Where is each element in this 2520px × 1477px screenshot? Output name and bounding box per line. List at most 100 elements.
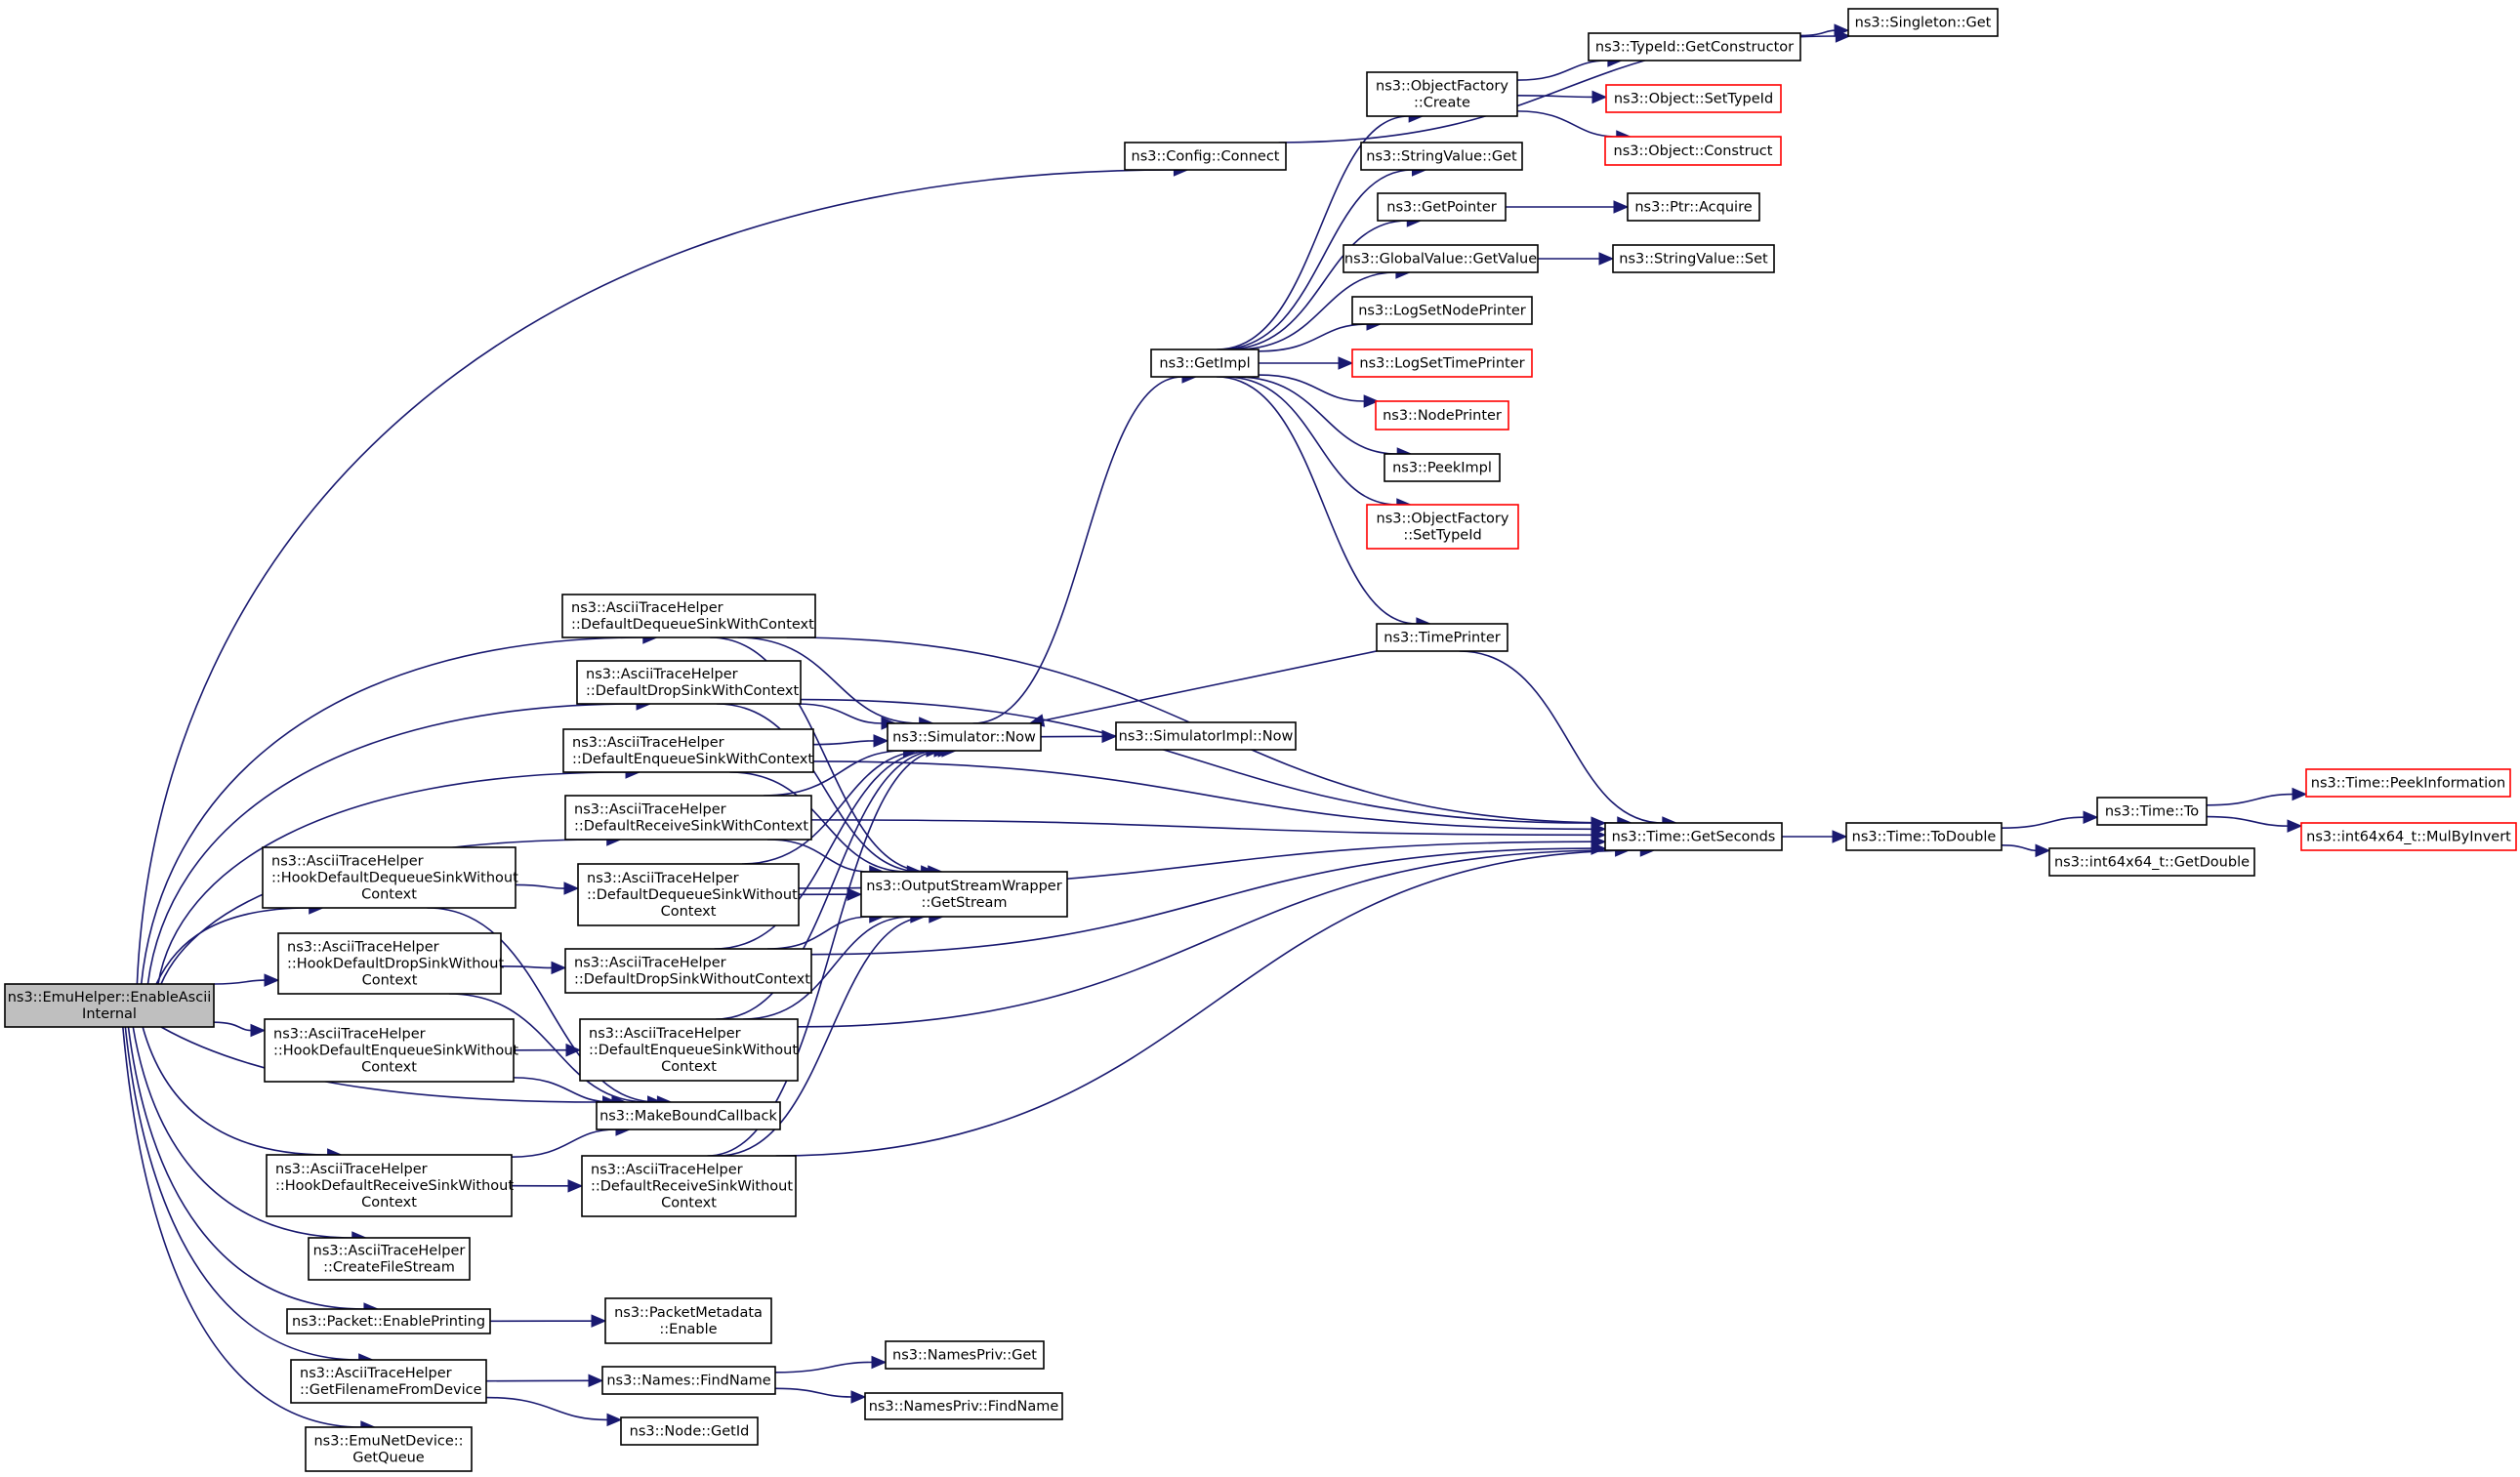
- edge-def_enqueue_ctx-to-time_getseconds: [812, 760, 1592, 831]
- node-hook-drop[interactable]: ns3::AsciiTraceHelper::HookDefaultDropSi…: [277, 932, 504, 995]
- node-box: [860, 871, 1068, 918]
- node-def-drop-noctx[interactable]: ns3::AsciiTraceHelper::DefaultDropSinkWi…: [564, 948, 812, 994]
- node-stringvalue-set[interactable]: ns3::StringValue::Set: [1612, 244, 1775, 273]
- edge-def_drop_noctx-to-outputstream_getstream: [766, 916, 870, 950]
- node-box: [1366, 504, 1519, 550]
- node-time-getseconds[interactable]: ns3::Time::GetSeconds: [1604, 822, 1783, 851]
- node-label: ns3::LogSetNodePrinter: [1358, 304, 1526, 319]
- node-label: ns3::SimulatorImpl::Now: [1119, 729, 1294, 745]
- node-time-todouble[interactable]: ns3::Time::ToDouble: [1845, 822, 2003, 851]
- node-label: ns3::AsciiTraceHelper: [574, 802, 726, 818]
- node-object-construct[interactable]: ns3::Object::Construct: [1604, 136, 1782, 166]
- node-simulatorimpl-now[interactable]: ns3::SimulatorImpl::Now: [1115, 721, 1297, 751]
- node-hook-receive[interactable]: ns3::AsciiTraceHelper::HookDefaultReceiv…: [266, 1154, 514, 1217]
- edge-getimpl-to-nodeprinter: [1258, 374, 1365, 402]
- node-def-enqueue-ctx[interactable]: ns3::AsciiTraceHelper::DefaultEnqueueSin…: [562, 728, 814, 773]
- node-logsettimeprinter[interactable]: ns3::LogSetTimePrinter: [1351, 349, 1533, 378]
- node-label: ns3::StringValue::Get: [1366, 149, 1517, 165]
- node-box: [286, 1308, 491, 1334]
- node-hook-dequeue[interactable]: ns3::AsciiTraceHelper::HookDefaultDequeu…: [262, 846, 518, 909]
- node-peekimpl[interactable]: ns3::PeekImpl: [1384, 453, 1501, 482]
- node-objfactory-settypeid[interactable]: ns3::ObjectFactory::SetTypeId: [1366, 504, 1519, 550]
- arrowhead-icon: [2287, 819, 2303, 833]
- node-label: ns3::Time::ToDouble: [1852, 830, 1997, 845]
- node-def-receive-noctx[interactable]: ns3::AsciiTraceHelper::DefaultReceiveSin…: [581, 1155, 797, 1217]
- node-node-getid[interactable]: ns3::Node::GetId: [620, 1416, 759, 1446]
- node-label: ::DefaultDropSinkWithContext: [586, 683, 799, 699]
- node-namespriv-get[interactable]: ns3::NamesPriv::Get: [885, 1340, 1045, 1370]
- node-outputstream-getstream[interactable]: ns3::OutputStreamWrapper::GetStream: [860, 871, 1068, 918]
- node-label: ns3::TypeId::GetConstructor: [1595, 40, 1794, 56]
- node-label: ns3::AsciiTraceHelper: [574, 956, 726, 971]
- node-namespriv-findname[interactable]: ns3::NamesPriv::FindName: [864, 1392, 1063, 1420]
- node-label: ns3::NamesPriv::FindName: [869, 1399, 1059, 1415]
- node-names-findname[interactable]: ns3::Names::FindName: [601, 1366, 776, 1395]
- node-timeprinter[interactable]: ns3::TimePrinter: [1376, 623, 1508, 652]
- node-def-receive-ctx[interactable]: ns3::AsciiTraceHelper::DefaultReceiveSin…: [564, 795, 812, 841]
- node-box: [1150, 349, 1260, 378]
- edge-getimpl-to-globalvalue_getvalue: [1235, 271, 1396, 350]
- node-def-dequeue-ctx[interactable]: ns3::AsciiTraceHelper::DefaultDequeueSin…: [561, 594, 816, 638]
- node-simulator-now[interactable]: ns3::Simulator::Now: [887, 722, 1042, 752]
- node-label: ns3::Time::PeekInformation: [2311, 776, 2505, 792]
- node-objfactory-create[interactable]: ns3::ObjectFactory::Create: [1366, 71, 1518, 117]
- edge-hook_dequeue-to-def_dequeue_noctx: [515, 883, 565, 889]
- node-box: [1377, 192, 1507, 222]
- node-box: [277, 932, 502, 995]
- node-def-enqueue-noctx[interactable]: ns3::AsciiTraceHelper::DefaultEnqueueSin…: [579, 1018, 799, 1082]
- arrowhead-icon: [1591, 90, 1608, 104]
- node-typeid-getconstructor[interactable]: ns3::TypeId::GetConstructor: [1588, 32, 1801, 62]
- node-int64-mulbyinvert[interactable]: ns3::int64x64_t::MulByInvert: [2300, 822, 2517, 851]
- node-hook-enqueue[interactable]: ns3::AsciiTraceHelper::HookDefaultEnqueu…: [264, 1018, 518, 1083]
- node-label: ns3::AsciiTraceHelper: [273, 1027, 426, 1043]
- node-config-connect[interactable]: ns3::Config::Connect: [1124, 142, 1287, 171]
- edge-def_receive_ctx-to-time_getseconds: [810, 819, 1592, 837]
- node-label: ns3::EmuNetDevice::: [313, 1434, 463, 1450]
- edge-def_enqueue_noctx-to-time_getseconds: [797, 849, 1616, 1028]
- node-label: ns3::AsciiTraceHelper: [271, 854, 424, 870]
- node-object-settypeid[interactable]: ns3::Object::SetTypeId: [1605, 84, 1782, 113]
- node-ptr-acquire[interactable]: ns3::Ptr::Acquire: [1627, 192, 1760, 222]
- node-def-drop-ctx[interactable]: ns3::AsciiTraceHelper::DefaultDropSinkWi…: [576, 660, 802, 705]
- node-time-to[interactable]: ns3::Time::To: [2096, 797, 2208, 826]
- node-box: [2096, 797, 2208, 826]
- node-packetmetadata-enable[interactable]: ns3::PacketMetadata::Enable: [604, 1297, 772, 1344]
- node-getimpl[interactable]: ns3::GetImpl: [1150, 349, 1260, 378]
- node-label: ns3::Names::FindName: [606, 1374, 770, 1389]
- edge-getfilenamefromdevice-to-node_getid: [485, 1396, 608, 1421]
- node-globalvalue-getvalue[interactable]: ns3::GlobalValue::GetValue: [1343, 244, 1539, 273]
- edge-def_receive_noctx-to-simulator_now: [707, 750, 942, 1157]
- node-packet-enableprinting[interactable]: ns3::Packet::EnablePrinting: [286, 1308, 491, 1334]
- arrowhead-icon: [563, 882, 580, 895]
- edge-def_enqueue_ctx-to-outputstream_getstream: [729, 771, 908, 873]
- node-stringvalue-get[interactable]: ns3::StringValue::Get: [1360, 142, 1523, 171]
- node-label: Context: [661, 904, 717, 920]
- node-box: [264, 1018, 515, 1083]
- node-label: ::DefaultDropSinkWithoutContext: [574, 972, 810, 988]
- node-label: ::DefaultReceiveSinkWithout: [591, 1179, 793, 1195]
- node-time-peekinformation[interactable]: ns3::Time::PeekInformation: [2305, 768, 2511, 798]
- node-label: ns3::AsciiTraceHelper: [586, 667, 738, 682]
- arrowhead-icon: [591, 1314, 607, 1328]
- node-label: ::SetTypeId: [1403, 528, 1481, 544]
- node-box: [579, 1018, 799, 1082]
- node-def-dequeue-noctx[interactable]: ns3::AsciiTraceHelper::DefaultDequeueSin…: [577, 863, 800, 926]
- node-createfilestream[interactable]: ns3::AsciiTraceHelper::CreateFileStream: [308, 1237, 471, 1281]
- node-singleton-get[interactable]: ns3::Singleton::Get: [1847, 8, 1999, 37]
- edge-def_drop_ctx-to-simulator_now: [797, 703, 883, 724]
- arrowhead-icon: [1338, 356, 1354, 370]
- node-box: [2048, 847, 2255, 877]
- node-logsetnodeprinter[interactable]: ns3::LogSetNodePrinter: [1351, 296, 1533, 325]
- node-getfilenamefromdevice[interactable]: ns3::AsciiTraceHelper::GetFilenameFromDe…: [290, 1359, 487, 1404]
- edge-def_dequeue_noctx-to-simulator_now: [742, 750, 928, 865]
- node-emunetdevice-getqueue[interactable]: ns3::EmuNetDevice::GetQueue: [305, 1426, 473, 1472]
- node-int64-getdouble[interactable]: ns3::int64x64_t::GetDouble: [2048, 847, 2255, 877]
- node-makeboundcallback[interactable]: ns3::MakeBoundCallback: [596, 1101, 781, 1130]
- node-label: GetQueue: [352, 1451, 425, 1466]
- node-nodeprinter[interactable]: ns3::NodePrinter: [1375, 400, 1509, 431]
- arrowhead-icon: [850, 1390, 867, 1404]
- node-getpointer[interactable]: ns3::GetPointer: [1377, 192, 1507, 222]
- node-label: ns3::AsciiTraceHelper: [571, 600, 723, 616]
